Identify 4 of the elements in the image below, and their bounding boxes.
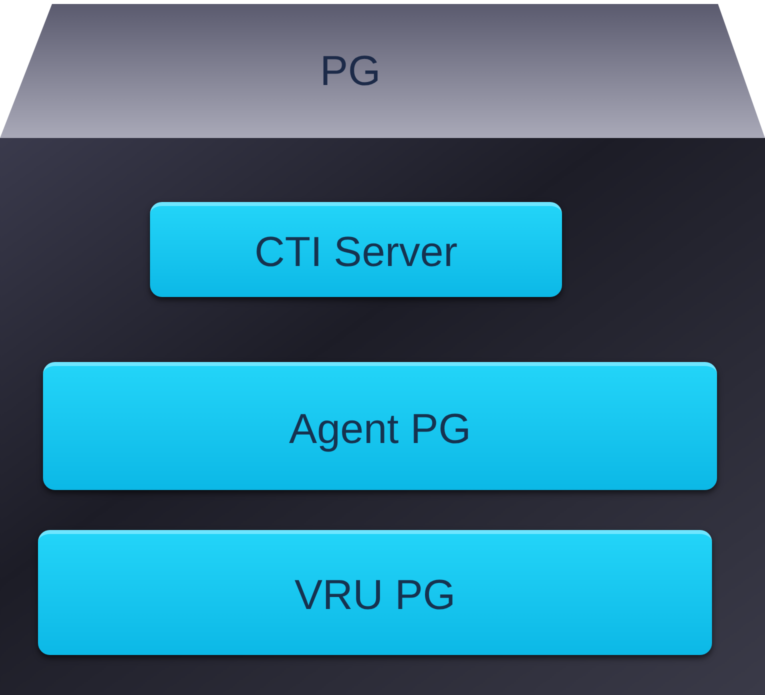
module-box: Agent PG: [43, 362, 717, 490]
module-box: VRU PG: [38, 530, 712, 655]
module-box: CTI Server: [150, 202, 562, 297]
box-title: PG: [320, 50, 381, 92]
